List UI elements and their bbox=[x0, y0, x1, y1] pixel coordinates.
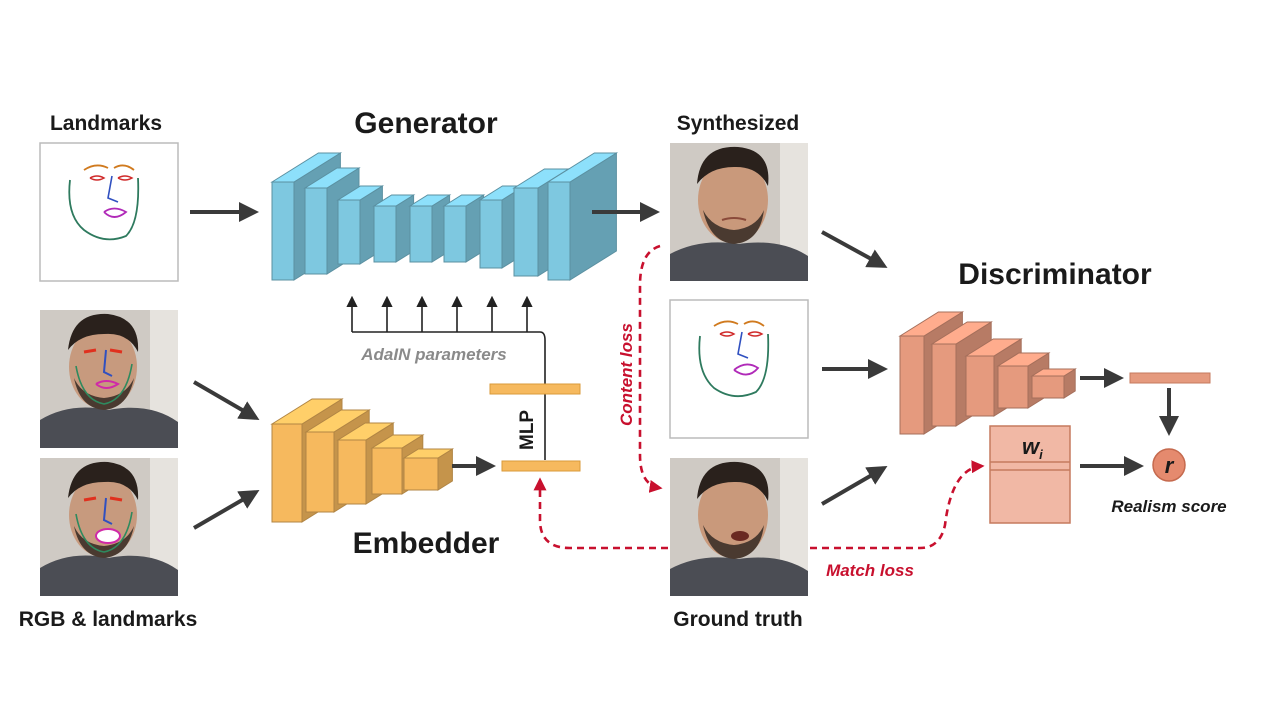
realism-score-label: Realism score bbox=[1111, 497, 1226, 516]
rgb-landmarks-image-1 bbox=[40, 310, 178, 448]
ground-truth-image bbox=[670, 458, 808, 596]
wi-box bbox=[989, 425, 1071, 524]
embedder-label: Embedder bbox=[353, 527, 500, 560]
discriminator-label: Discriminator bbox=[958, 258, 1152, 291]
rgb-landmarks-label: RGB & landmarks bbox=[19, 608, 198, 631]
mlp-block bbox=[489, 383, 581, 472]
mlp-label: MLP bbox=[517, 410, 538, 450]
landmarks-image bbox=[39, 142, 179, 282]
adain-wiring bbox=[346, 295, 546, 460]
match-loss-label: Match loss bbox=[826, 561, 914, 580]
generator-layer-4 bbox=[372, 194, 416, 263]
generator-layer-6 bbox=[442, 194, 486, 263]
synthesized-label: Synthesized bbox=[677, 112, 800, 135]
realism-score-circle bbox=[1152, 448, 1186, 482]
landmarks-label: Landmarks bbox=[50, 112, 162, 135]
realism-r-label: r bbox=[1165, 453, 1175, 478]
wi-label: wi bbox=[1022, 434, 1043, 462]
generator-label: Generator bbox=[354, 107, 498, 140]
ground-truth-label: Ground truth bbox=[673, 608, 802, 631]
discriminator-output-bar bbox=[1129, 372, 1211, 384]
discriminator-blocks bbox=[898, 311, 1077, 435]
rgb-landmarks-image-2 bbox=[40, 458, 178, 596]
adain-parameters-label: AdaIN parameters bbox=[360, 345, 507, 364]
flow-arrows bbox=[190, 202, 1179, 530]
content-loss-label: Content loss bbox=[617, 323, 636, 426]
embedder-layer-5 bbox=[402, 448, 455, 491]
generator-layer-9 bbox=[546, 152, 619, 281]
loss-paths bbox=[533, 244, 985, 550]
generator-blocks bbox=[270, 152, 619, 281]
synthesized-image bbox=[670, 143, 808, 281]
embedder-blocks bbox=[270, 398, 455, 523]
discriminator-landmarks-image bbox=[669, 299, 809, 439]
discriminator-layer-5 bbox=[1030, 368, 1077, 399]
